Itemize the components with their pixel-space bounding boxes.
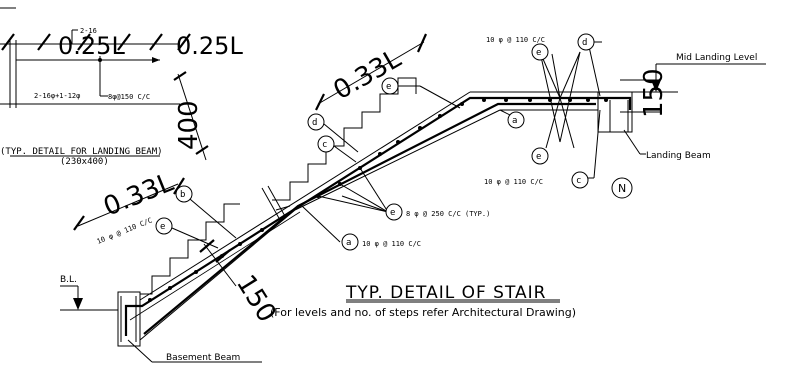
bubble-a-landing: [507, 111, 525, 129]
a-note: 10 φ @ 110 C/C: [362, 240, 421, 248]
bubble-e-top: [531, 43, 549, 61]
landing-beam-label: Landing Beam: [646, 151, 711, 161]
dimensions: [73, 33, 766, 287]
svg-text:e: e: [536, 152, 541, 162]
bubble-e-left: [155, 217, 173, 235]
landing-beam-stirrup: 8φ@150 C/C: [108, 93, 150, 101]
bubbles: d e a e c e d c e a b e N: [155, 33, 633, 251]
landing-beam-top-bar: 2-16: [80, 27, 97, 35]
svg-text:b: b: [180, 190, 185, 200]
dim-landing-thickness: 150: [639, 68, 669, 118]
bubble-c-left: [317, 135, 335, 153]
bl-label: B.L.: [60, 275, 77, 285]
bubble-e-fan: [385, 203, 403, 221]
svg-text:d: d: [582, 38, 587, 48]
north-symbol: [611, 177, 633, 199]
north-label: N: [618, 182, 626, 195]
reinforcement: [124, 96, 632, 336]
dim-lower-thickness: 150: [230, 270, 282, 328]
dim-upper-left: 0.33L: [329, 44, 407, 106]
e-note: 8 φ @ 250 C/C (TYP.): [406, 210, 490, 218]
svg-text:c: c: [322, 140, 327, 150]
bubble-d-top: [577, 33, 595, 51]
svg-text:a: a: [512, 116, 517, 126]
top-note: 10 φ @ 110 C/C: [486, 36, 545, 44]
landing-beam-depth: 400: [174, 100, 204, 150]
stair-labels: 10 φ @ 110 C/C 10 φ @ 110 C/C 8 φ @ 250 …: [60, 36, 757, 363]
bubble-a-lower: [341, 233, 359, 251]
leaders: [10, 41, 646, 363]
landing-beam-left-mark: 0.25L: [58, 32, 125, 60]
mid-right-note: 10 φ @ 110 C/C: [484, 178, 543, 186]
svg-text:c: c: [576, 176, 581, 186]
landing-beam-right-mark: 0.25L: [176, 32, 243, 60]
landing-beam-detail: 2-16 0.25L 0.25L 2-16φ+1-12φ 8φ@150 C/C …: [0, 7, 243, 167]
left-note: 10 φ @ 110 C/C: [96, 216, 154, 246]
landing-beam-caption: (TYP. DETAIL FOR LANDING BEAM): [0, 147, 163, 157]
bubble-e-upper: [381, 77, 399, 95]
svg-text:a: a: [346, 238, 351, 248]
svg-text:e: e: [160, 222, 165, 232]
dim-lower-left: 0.33L: [99, 167, 178, 222]
svg-text:e: e: [386, 82, 391, 92]
bubble-d-left: [307, 113, 325, 131]
svg-text:e: e: [536, 48, 541, 58]
bubble-c-right: [571, 171, 589, 189]
stair-subtitle: (For levels and no. of steps refer Archi…: [270, 306, 576, 319]
basement-beam-label: Basement Beam: [166, 353, 240, 363]
landing-beam-bottom-bar: 2-16φ+1-12φ: [34, 92, 80, 100]
landing-beam-size: (230x400): [60, 157, 109, 167]
svg-text:e: e: [390, 208, 395, 218]
mid-landing-level: Mid Landing Level: [676, 53, 757, 63]
stair-title: TYP. DETAIL OF STAIR: [345, 283, 546, 303]
svg-text:d: d: [312, 118, 317, 128]
bubble-e-mid: [531, 147, 549, 165]
bubble-b-left: [175, 185, 193, 203]
